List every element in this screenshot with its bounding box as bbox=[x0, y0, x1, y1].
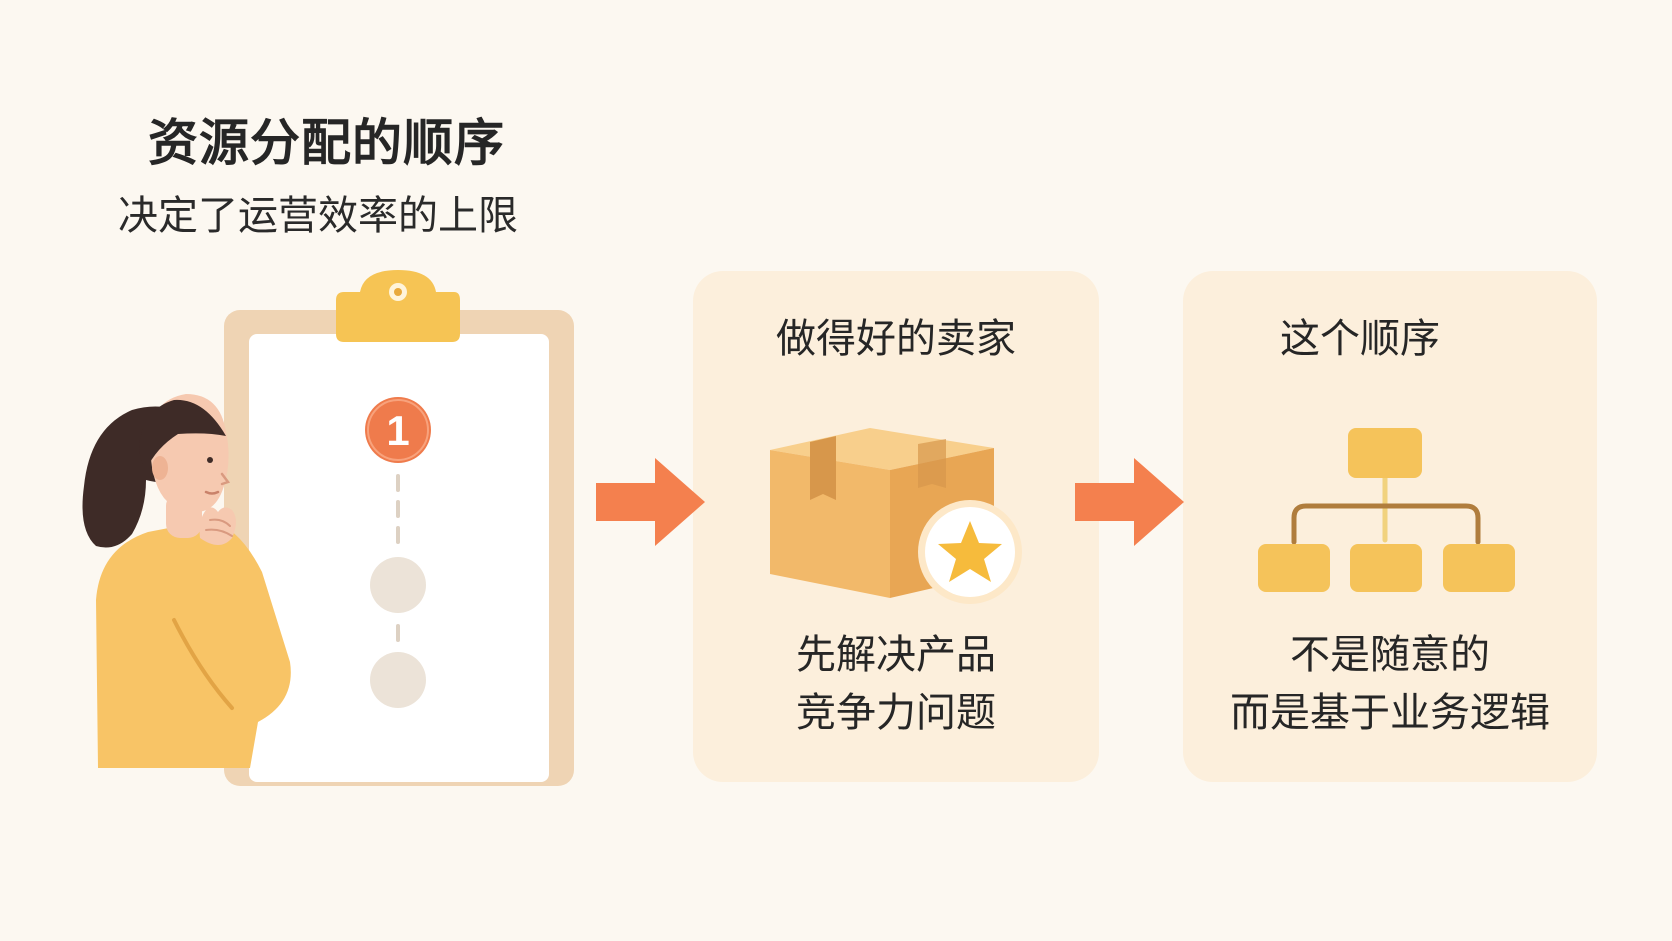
card-this-order-text: 不是随意的 而是基于业务逻辑 bbox=[1183, 626, 1597, 742]
card-this-order: 这个顺序 不是随意的 而是基于业务逻辑 bbox=[1183, 271, 1597, 782]
hierarchy-diagram-icon bbox=[1258, 428, 1515, 592]
arrow-right-icon bbox=[1075, 458, 1184, 546]
hierarchy-child-node bbox=[1350, 544, 1422, 592]
woman-hair-front bbox=[139, 399, 226, 470]
page-subtitle: 决定了运营效率的上限 bbox=[118, 193, 518, 239]
hierarchy-top-node bbox=[1348, 428, 1422, 478]
step-badge-number: 1 bbox=[386, 407, 409, 454]
woman-shirt bbox=[96, 520, 291, 768]
card-good-sellers: 做得好的卖家 先解决产品 竞争力问题 bbox=[693, 271, 1099, 782]
step-badge: 1 bbox=[365, 397, 431, 463]
card-good-sellers-title: 做得好的卖家 bbox=[776, 316, 1016, 362]
hierarchy-child-node bbox=[1258, 544, 1330, 592]
star-badge-icon bbox=[918, 500, 1022, 604]
pending-step-circle bbox=[370, 557, 426, 613]
thinking-woman-illustration bbox=[82, 394, 291, 768]
card-good-sellers-line-1: 先解决产品 bbox=[796, 632, 996, 678]
clipboard-illustration: 1 bbox=[224, 270, 574, 786]
woman-hand bbox=[199, 507, 236, 545]
clipboard-clip-icon bbox=[336, 270, 460, 342]
page-title: 资源分配的顺序 bbox=[148, 114, 505, 172]
card-this-order-title: 这个顺序 bbox=[1280, 316, 1440, 362]
card-good-sellers-text: 先解决产品 竞争力问题 bbox=[693, 626, 1099, 742]
pending-step-circle bbox=[370, 652, 426, 708]
card-this-order-line-1: 不是随意的 bbox=[1290, 632, 1490, 678]
card-good-sellers-line-2: 竞争力问题 bbox=[796, 690, 996, 736]
hierarchy-child-node bbox=[1443, 544, 1515, 592]
card-this-order-line-2: 而是基于业务逻辑 bbox=[1230, 690, 1550, 736]
woman-eye bbox=[207, 457, 213, 463]
arrow-right-icon bbox=[596, 458, 705, 546]
